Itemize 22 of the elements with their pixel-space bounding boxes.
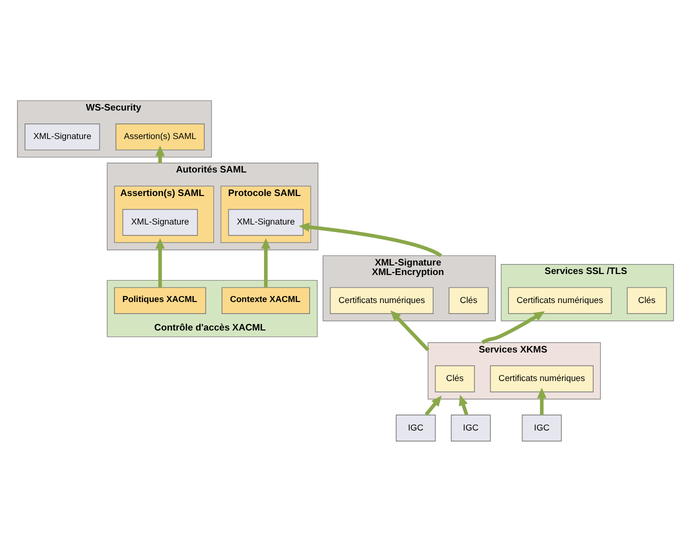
node-box: Certificats numériques — [330, 287, 434, 314]
arrow — [458, 394, 468, 416]
arrow — [424, 396, 442, 416]
node-box: Politiques XACML — [114, 287, 206, 314]
node-box: IGC — [522, 414, 562, 442]
node-box: IGC — [450, 414, 491, 442]
arrow — [537, 388, 546, 415]
node-box: Assertion(s) SAML — [116, 124, 205, 150]
arrow — [155, 238, 165, 288]
node-box: XML-Signature — [24, 124, 100, 150]
node-box: Certificats numériques — [490, 365, 594, 392]
node-box: IGC — [396, 414, 436, 442]
node-box: Clés — [434, 365, 475, 392]
node-box: XML-Signature — [122, 208, 198, 236]
node-box: Certificats numériques — [508, 287, 612, 314]
arrow — [261, 238, 270, 288]
arrow — [298, 222, 442, 258]
arrow — [390, 310, 430, 352]
node-box: Contexte XACML — [222, 287, 310, 314]
node-box: Clés — [448, 287, 489, 314]
node-box: Clés — [626, 287, 667, 314]
node-box: XML-Signature — [228, 208, 304, 236]
